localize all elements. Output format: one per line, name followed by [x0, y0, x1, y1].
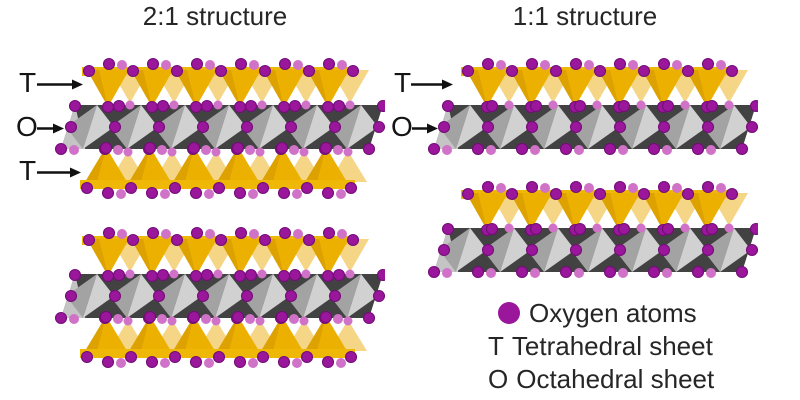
oxygen-atoms [428, 180, 758, 279]
structure-1to1-layer-1 [428, 57, 758, 156]
legend: Oxygen atoms T Tetrahedral sheet O Octah… [488, 296, 714, 395]
sheet-shapes [434, 190, 756, 272]
sheet-shapes [61, 67, 383, 189]
oxygen-atoms [55, 57, 385, 200]
arrow-right-icon [412, 123, 438, 134]
label-letter: O [391, 111, 413, 142]
label-letter: T [19, 67, 37, 98]
legend-item-octahedral: O Octahedral sheet [488, 362, 714, 395]
oxygen-atoms [428, 57, 758, 156]
label-letter: T [394, 67, 412, 98]
legend-item-oxygen: Oxygen atoms [488, 296, 714, 329]
title-1to1-structure: 1:1 structure [512, 1, 658, 31]
legend-label: Octahedral sheet [516, 363, 715, 394]
oxygen-atom-dot-icon [498, 301, 520, 324]
structure-2to1-layer-1 [55, 57, 385, 200]
legend-label: Tetrahedral sheet [511, 330, 713, 361]
sheet-shapes [434, 67, 756, 149]
legend-label: Oxygen atoms [529, 297, 697, 328]
arrow-right-icon [37, 79, 83, 90]
arrow-right-icon [37, 167, 81, 178]
arrow-right-icon [37, 123, 64, 134]
sheet-shapes [61, 236, 383, 358]
label-letter: O [16, 111, 38, 142]
legend-marker-O: O [488, 363, 509, 394]
legend-marker-T: T [488, 330, 504, 361]
structure-2to1-layer-2 [55, 226, 385, 369]
title-2to1-structure: 2:1 structure [142, 1, 288, 31]
legend-item-tetrahedral: T Tetrahedral sheet [488, 329, 714, 362]
label-letter: T [19, 155, 37, 186]
oxygen-atoms [55, 226, 385, 369]
arrow-right-icon [411, 79, 453, 90]
